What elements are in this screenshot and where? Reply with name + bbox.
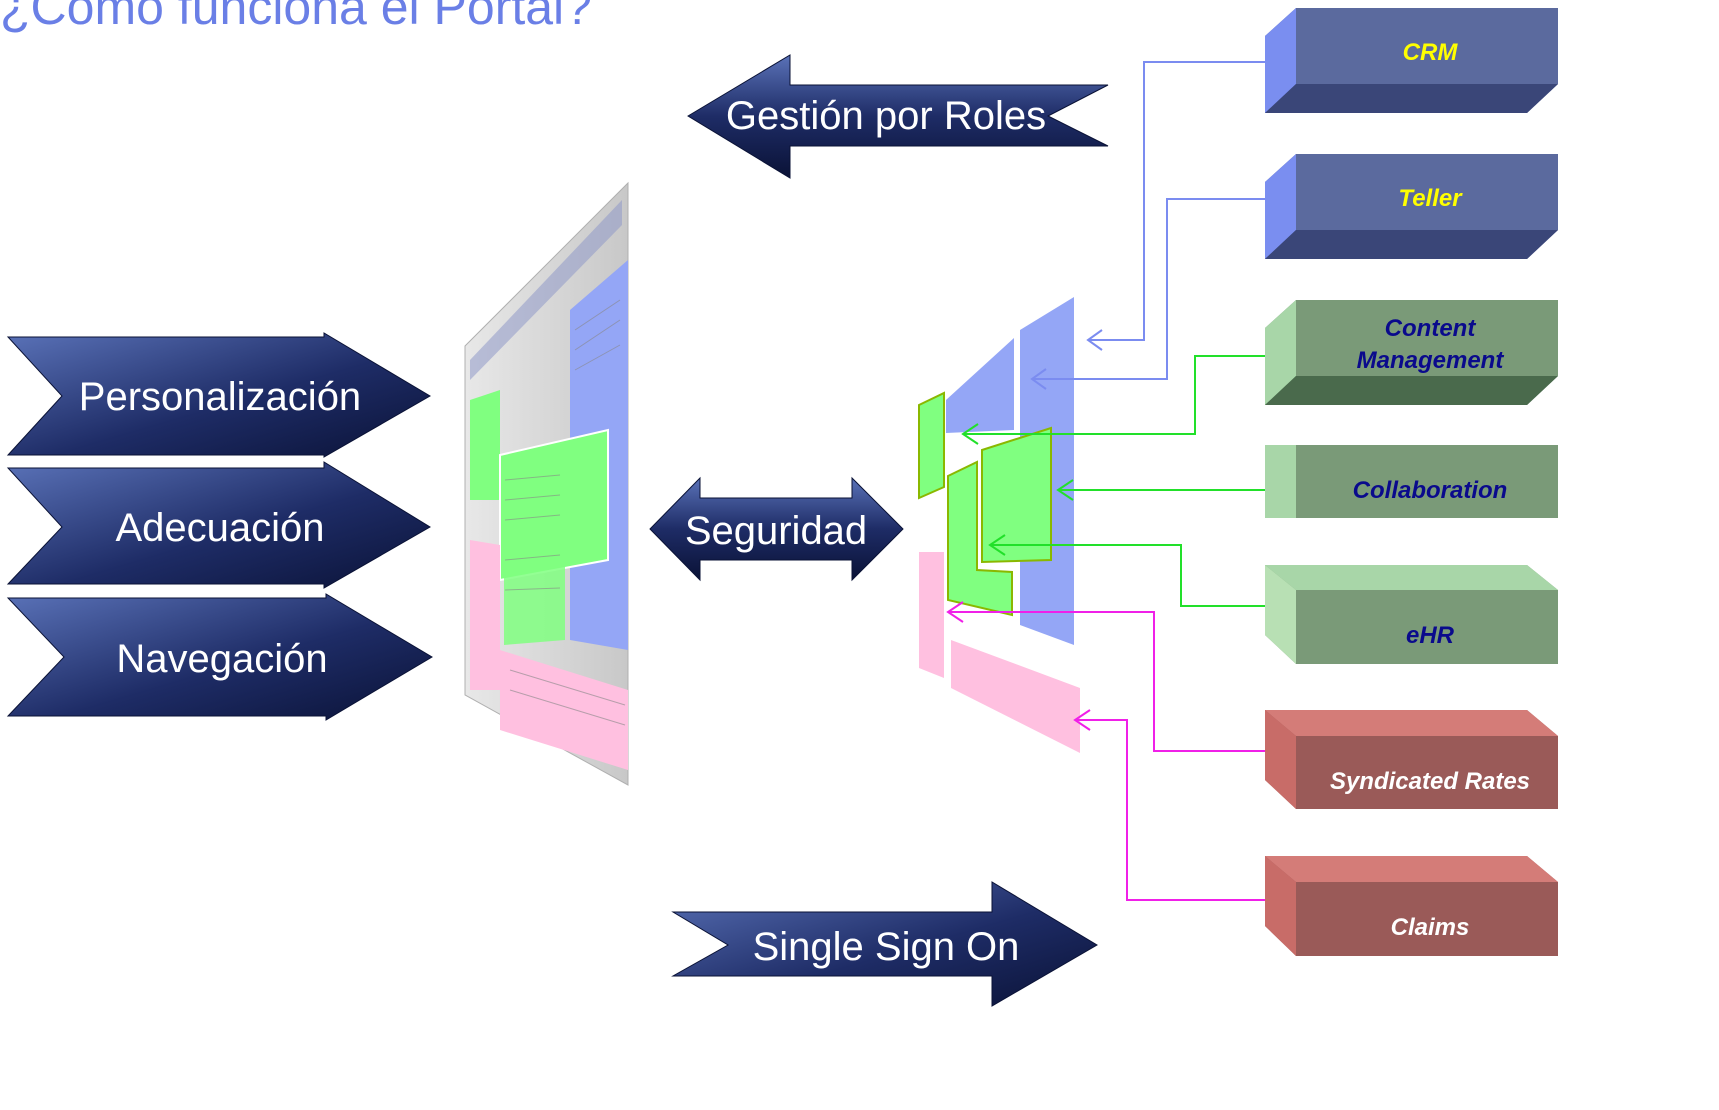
system-crm-label: CRM xyxy=(1403,39,1459,66)
system-content-management: Content Management xyxy=(1265,300,1558,405)
sso-arrow: Single Sign On xyxy=(671,881,1098,1007)
system-claims: Claims xyxy=(1265,856,1558,956)
system-crm: CRM xyxy=(1265,8,1558,113)
seguridad-arrow-label: Seguridad xyxy=(685,509,867,553)
system-collaboration: Collaboration xyxy=(1265,445,1558,518)
roles-arrow: Gestión por Roles xyxy=(687,54,1109,179)
navegacion-arrow: Navegación xyxy=(6,593,433,721)
system-ehr-label: eHR xyxy=(1406,622,1455,649)
personalizacion-arrow: Personalización xyxy=(6,332,431,458)
roles-arrow-label: Gestión por Roles xyxy=(726,94,1046,138)
seguridad-arrow: Seguridad xyxy=(649,476,904,582)
system-syndicated-rates: Syndicated Rates xyxy=(1265,710,1558,809)
portal-screenshot xyxy=(464,181,629,786)
navegacion-arrow-label: Navegación xyxy=(116,637,327,681)
adecuacion-arrow: Adecuación xyxy=(6,461,431,589)
system-content-management-label-1: Content xyxy=(1385,315,1477,342)
personalizacion-arrow-label: Personalización xyxy=(79,375,361,419)
sso-arrow-label: Single Sign On xyxy=(753,925,1020,969)
system-collaboration-label: Collaboration xyxy=(1353,477,1508,504)
page-title: ¿Cómo funciona el Portal? xyxy=(0,0,592,35)
system-teller-label: Teller xyxy=(1398,185,1463,212)
adecuacion-arrow-label: Adecuación xyxy=(115,506,324,550)
system-teller: Teller xyxy=(1265,154,1558,259)
system-claims-label: Claims xyxy=(1391,914,1470,941)
portal-layout-schematic xyxy=(918,297,1080,753)
system-syndicated-rates-label: Syndicated Rates xyxy=(1330,768,1530,795)
system-content-management-label-2: Management xyxy=(1357,347,1505,374)
system-ehr: eHR xyxy=(1265,565,1558,664)
